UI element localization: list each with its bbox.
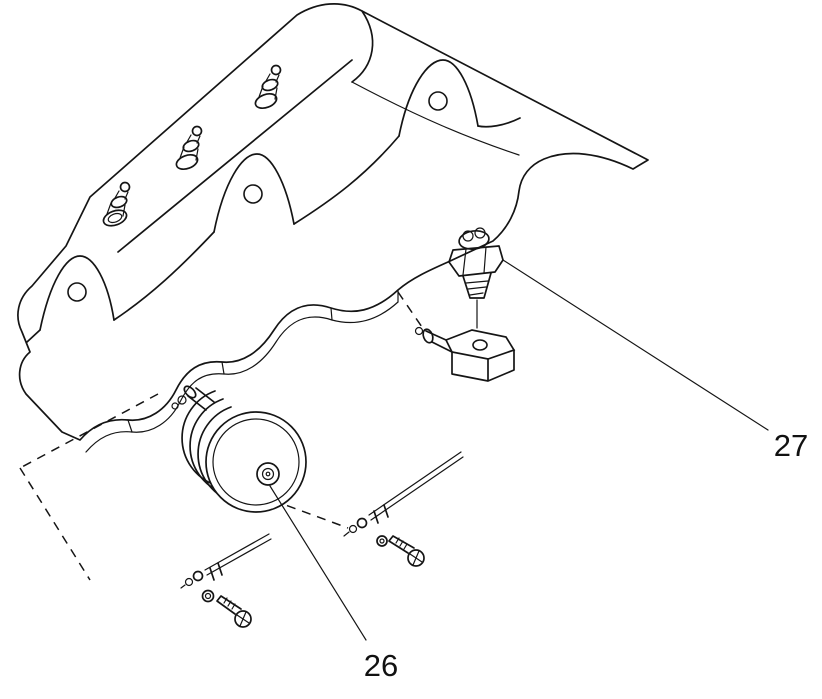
callout-27-label: 27 xyxy=(774,428,808,463)
linkage-rod-2 xyxy=(180,533,272,589)
dashed-guideline-1 xyxy=(19,393,159,469)
engine-manifold xyxy=(17,3,649,453)
fitting-block-port xyxy=(472,339,488,351)
washer-1 xyxy=(376,535,388,547)
linkage-rod-1 xyxy=(343,451,464,537)
fitting-nipple xyxy=(425,330,453,353)
manifold-outline xyxy=(17,3,649,441)
mounting-hole-3 xyxy=(67,282,87,302)
screw-2-shaft xyxy=(216,595,242,615)
filter-hub xyxy=(256,462,280,486)
stud-1 xyxy=(254,64,282,110)
mounting-hole-2 xyxy=(243,184,263,204)
sensor-hex-body xyxy=(448,245,504,277)
fitting-block xyxy=(414,326,516,382)
callout-26: 26 xyxy=(269,485,398,683)
rod-1-sleeve xyxy=(373,504,389,524)
rod-1-end xyxy=(356,517,368,529)
sensor-part-27 xyxy=(414,227,516,382)
leader-line-26 xyxy=(269,485,367,641)
dashed-guideline-sensor xyxy=(397,291,425,331)
dashed-guideline-2 xyxy=(19,467,91,581)
callout-26-label: 26 xyxy=(364,648,398,683)
washer-2 xyxy=(201,589,215,603)
mounting-gusset-3 xyxy=(39,255,115,331)
rod-2-end xyxy=(192,570,204,582)
dashed-guideline-3 xyxy=(271,499,349,529)
manifold-ridge-line xyxy=(117,59,353,253)
assembly-guide-lines xyxy=(19,291,425,581)
callout-27: 27 xyxy=(502,259,808,463)
leader-line-27 xyxy=(502,259,769,431)
rod-2-sleeve xyxy=(209,562,223,581)
stud-2 xyxy=(175,125,203,171)
filter-inlet-stem xyxy=(187,387,215,411)
screw-1 xyxy=(376,535,425,567)
mounting-hole-1 xyxy=(428,91,448,111)
screw-2 xyxy=(201,589,252,628)
filter-part-26 xyxy=(171,385,307,513)
mounting-gusset-1 xyxy=(398,59,479,137)
filter-front-face xyxy=(205,411,307,513)
stud-3 xyxy=(102,181,131,227)
mounting-gusset-2 xyxy=(213,153,295,233)
screw-1-shaft xyxy=(388,535,415,554)
sensor-thread xyxy=(462,272,492,299)
